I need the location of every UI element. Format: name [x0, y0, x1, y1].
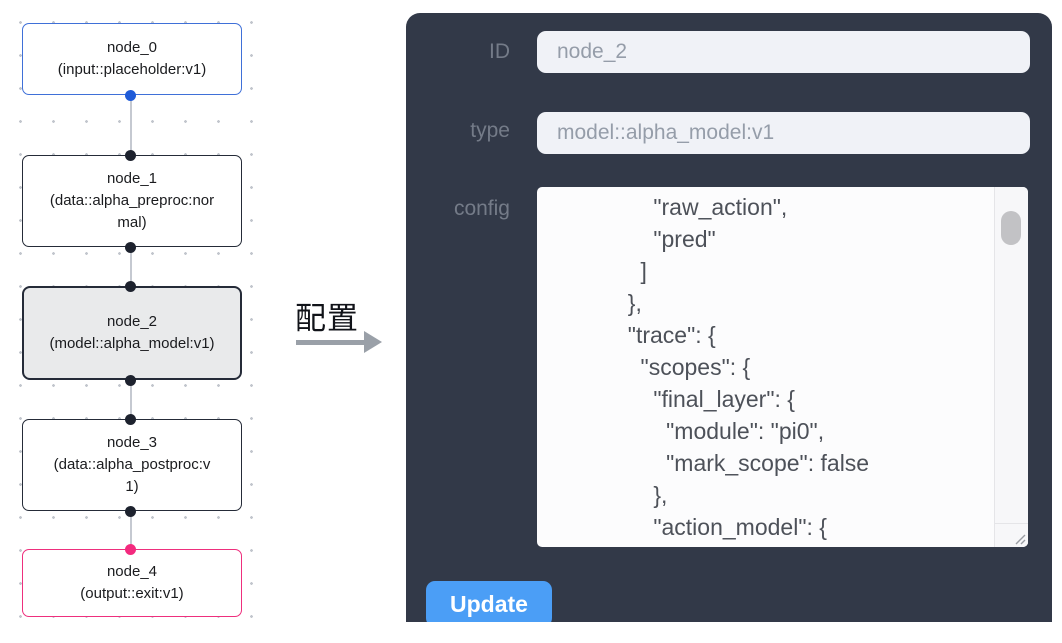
config-json-text[interactable]: "raw_action", "pred" ] }, "trace": { "sc…	[627, 194, 870, 540]
id-field-label: ID	[489, 40, 510, 63]
config-scrollbar-thumb[interactable]	[1001, 211, 1021, 245]
arrow-right-icon	[364, 331, 382, 353]
output-port-node_0[interactable]	[125, 90, 136, 101]
panel-canvas	[392, 0, 406, 622]
resize-grip-icon[interactable]	[1010, 529, 1026, 545]
node-subtitle: (data::alpha_postproc:v1)	[53, 456, 211, 495]
panel-canvas	[392, 0, 1062, 13]
node-subtitle: (input::placeholder:v1)	[57, 61, 207, 78]
edge	[130, 95, 132, 155]
node-subtitle: (model::alpha_model:v1)	[49, 335, 215, 352]
input-port-node_2[interactable]	[125, 281, 136, 292]
node-node_3[interactable]: node_3 (data::alpha_postproc:v1)	[22, 419, 242, 511]
output-port-node_2[interactable]	[125, 375, 136, 386]
id-input[interactable]	[537, 31, 1030, 73]
node-title: node_4	[106, 563, 158, 580]
config-field-label: config	[453, 197, 510, 220]
node-title: node_2	[106, 313, 158, 330]
config-panel: ID type config "raw_action", "pred" ] },…	[406, 13, 1052, 622]
node-subtitle: (output::exit:v1)	[80, 585, 184, 602]
node-title: node_3	[106, 434, 158, 451]
node-node_0[interactable]: node_0 (input::placeholder:v1)	[22, 23, 242, 95]
node-node_4[interactable]: node_4 (output::exit:v1)	[22, 549, 242, 617]
edge	[130, 511, 132, 549]
output-port-node_1[interactable]	[125, 242, 136, 253]
config-annotation-label: 配置	[295, 301, 359, 336]
node-subtitle: (data::alpha_preproc:normal)	[49, 192, 215, 231]
node-title: node_1	[106, 170, 158, 187]
type-field-label: type	[470, 119, 510, 142]
node-title: node_0	[106, 39, 158, 56]
type-input[interactable]	[537, 112, 1030, 154]
node-node_2-selected[interactable]: node_2 (model::alpha_model:v1)	[22, 286, 242, 380]
config-scrollbar[interactable]	[994, 187, 1028, 547]
edge	[130, 380, 132, 419]
node-node_1[interactable]: node_1 (data::alpha_preproc:normal)	[22, 155, 242, 247]
config-textarea[interactable]: "raw_action", "pred" ] }, "trace": { "sc…	[537, 187, 1028, 547]
update-button[interactable]: Update	[426, 581, 552, 622]
edge	[130, 247, 132, 286]
flow-canvas[interactable]: node_0 (input::placeholder:v1) node_1 (d…	[0, 0, 278, 643]
input-port-node_3[interactable]	[125, 414, 136, 425]
output-port-node_3[interactable]	[125, 506, 136, 517]
input-port-node_1[interactable]	[125, 150, 136, 161]
arrow-right-icon	[296, 340, 366, 345]
input-port-node_4[interactable]	[125, 544, 136, 555]
